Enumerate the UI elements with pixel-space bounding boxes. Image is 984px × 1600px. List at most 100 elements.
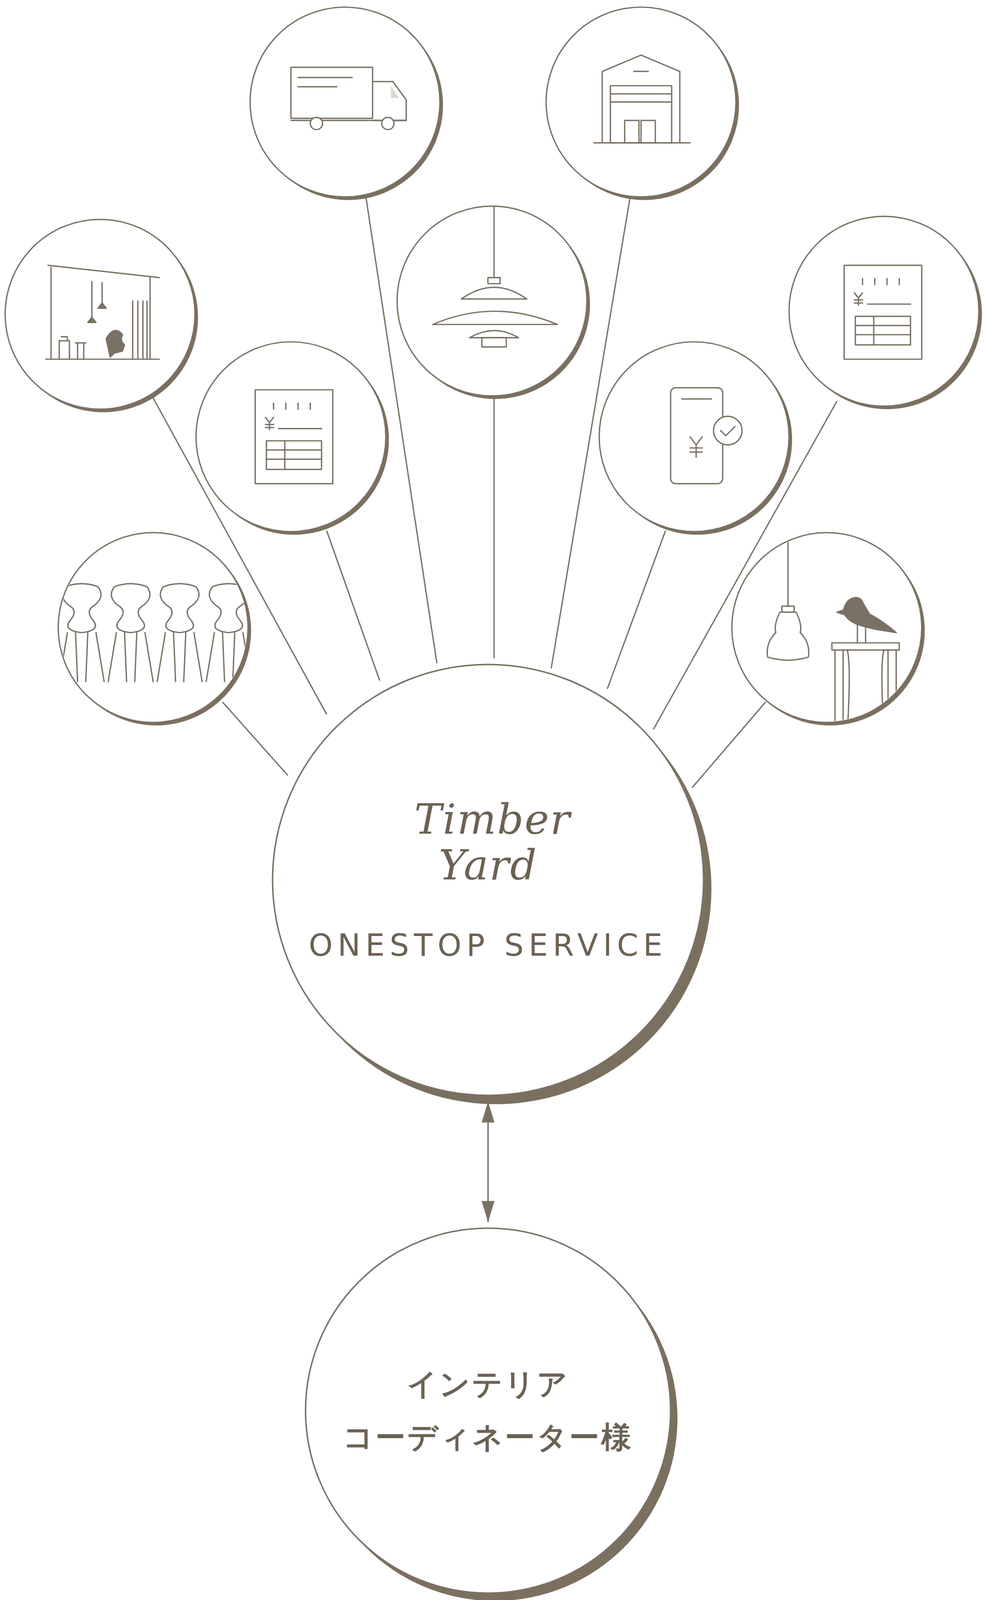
circle-node: インテリア コーディネーター様 bbox=[304, 1227, 672, 1595]
chair-leg bbox=[75, 632, 78, 682]
chair-back bbox=[111, 584, 150, 634]
illustration-stroke bbox=[101, 282, 103, 305]
illustration-stroke bbox=[843, 597, 897, 633]
illustration-stroke bbox=[610, 85, 672, 143]
illustration-stroke bbox=[106, 330, 125, 358]
illustration-stroke bbox=[873, 316, 875, 345]
illustration-stroke bbox=[381, 117, 395, 130]
icon-circle bbox=[195, 341, 389, 535]
illustration-stroke bbox=[310, 117, 323, 130]
icon-circle bbox=[249, 7, 443, 201]
chair-leg bbox=[95, 632, 105, 682]
chair-leg bbox=[108, 632, 117, 682]
illustration-stroke bbox=[255, 390, 334, 485]
illustration-stroke bbox=[781, 606, 795, 613]
illustration-stroke bbox=[855, 324, 911, 327]
spoke-line bbox=[326, 530, 380, 681]
illustration-stroke bbox=[266, 449, 322, 452]
logo-text: Timber Yard bbox=[414, 797, 562, 889]
chair-leg bbox=[134, 632, 137, 682]
illustration-stroke bbox=[45, 55, 922, 736]
illustration-stroke bbox=[831, 643, 900, 651]
illustration-stroke bbox=[681, 398, 712, 400]
icon-circle-outline bbox=[195, 341, 386, 532]
illustration-stroke bbox=[87, 317, 96, 323]
chair-leg bbox=[243, 632, 252, 682]
chair-back bbox=[62, 584, 101, 634]
icon-circle-outline bbox=[249, 7, 440, 198]
illustration-stroke bbox=[689, 436, 703, 458]
icon-circle-outline bbox=[546, 7, 737, 198]
truck-icon bbox=[290, 67, 406, 130]
invoice-icon bbox=[255, 390, 334, 485]
circle-outline bbox=[304, 1227, 672, 1595]
icon-circle-outline bbox=[732, 532, 923, 723]
illustration-stroke bbox=[867, 303, 911, 306]
illustration-stroke bbox=[432, 311, 558, 325]
spoke-line bbox=[222, 702, 288, 776]
invoice-icon bbox=[844, 265, 923, 360]
service-text: ONESTOP SERVICE bbox=[308, 927, 668, 964]
chair-back bbox=[160, 584, 199, 634]
chair-leg bbox=[124, 632, 127, 682]
showroom-icon bbox=[45, 265, 159, 360]
pendant-lamp-icon bbox=[432, 207, 558, 347]
illustration-stroke bbox=[391, 85, 400, 98]
icon-circle bbox=[732, 532, 925, 726]
icon-circles bbox=[4, 7, 982, 727]
lamp-stool-bird-icon bbox=[767, 541, 899, 736]
illustration-stroke bbox=[297, 402, 299, 409]
chair-leg bbox=[85, 632, 88, 682]
illustration-stroke bbox=[610, 93, 672, 95]
chair-leg bbox=[183, 632, 186, 682]
illustration-stroke bbox=[898, 278, 900, 285]
illustration-stroke bbox=[481, 338, 507, 348]
chair-leg bbox=[193, 632, 203, 682]
illustration-stroke bbox=[131, 301, 134, 360]
illustration-stroke bbox=[50, 267, 52, 360]
illustration-stroke bbox=[855, 334, 911, 336]
illustration-stroke bbox=[91, 281, 93, 319]
illustration-stroke bbox=[720, 426, 736, 436]
illustration-stroke bbox=[372, 81, 406, 121]
icon-circle-outline bbox=[599, 341, 790, 532]
illustration-stroke bbox=[874, 278, 876, 285]
illustration-stroke bbox=[641, 120, 656, 144]
illustration-stroke bbox=[488, 277, 501, 284]
illustration-stroke bbox=[97, 303, 107, 308]
illustration-stroke bbox=[284, 440, 286, 470]
icon-circle bbox=[58, 532, 251, 726]
illustration-stroke bbox=[142, 301, 144, 360]
icon-circle bbox=[546, 7, 739, 201]
illustration-stroke bbox=[624, 120, 640, 144]
icon-circle-outline bbox=[397, 206, 587, 397]
illustration-stroke bbox=[633, 70, 648, 73]
illustration-stroke bbox=[278, 428, 322, 430]
chair-leg bbox=[157, 632, 166, 682]
chair-leg bbox=[206, 632, 215, 682]
illustration-stroke bbox=[834, 650, 896, 736]
icon-circle-outline bbox=[789, 216, 980, 407]
spoke-line bbox=[493, 396, 495, 659]
illustration-stroke bbox=[854, 292, 863, 306]
illustration-stroke bbox=[610, 101, 672, 103]
illustration-stroke bbox=[886, 278, 889, 285]
illustration-stroke bbox=[857, 624, 866, 644]
chair-leg bbox=[232, 632, 235, 682]
illustration-stroke bbox=[767, 612, 809, 661]
illustration-stroke bbox=[149, 276, 152, 360]
illustration-stroke bbox=[146, 301, 148, 360]
who-text: インテリア コーディネーター様 bbox=[325, 1357, 651, 1464]
illustration-stroke bbox=[290, 67, 373, 119]
illustration-stroke bbox=[309, 402, 311, 409]
illustration-stroke bbox=[461, 287, 527, 300]
illustration-stroke bbox=[602, 55, 680, 143]
illustration-stroke bbox=[787, 541, 789, 607]
illustration-stroke bbox=[855, 316, 911, 345]
icon-circle-outline bbox=[58, 532, 248, 723]
chairs-icon bbox=[59, 584, 251, 682]
icon-circle bbox=[599, 341, 793, 535]
illustration-stroke bbox=[266, 458, 322, 461]
chair-leg bbox=[222, 632, 225, 682]
